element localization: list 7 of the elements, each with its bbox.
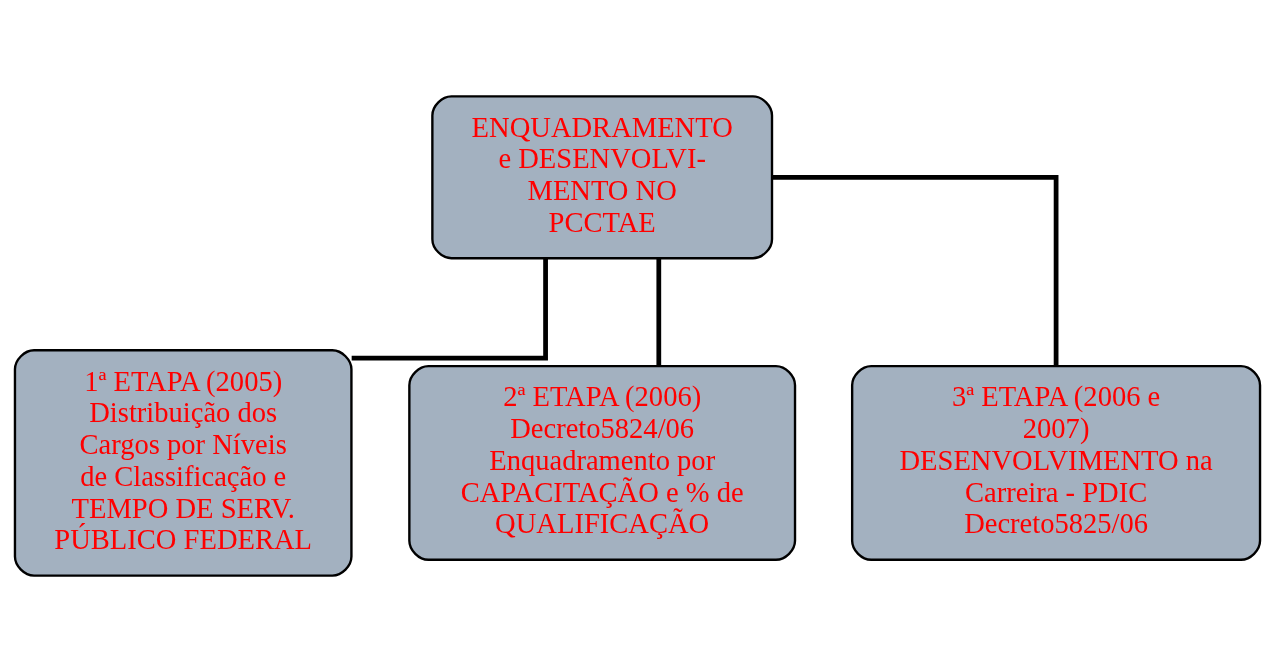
connector xyxy=(656,258,662,366)
connector xyxy=(351,258,548,361)
node-box: 1ª ETAPA (2005) Distribuição dos Cargos por Níveis de Classificação e TEMPO DE SERV. PÚBLICO FEDERAL xyxy=(13,349,353,577)
connector xyxy=(772,174,1059,366)
node-box: 3ª ETAPA (2006 e 2007) DESENVOLVIMENTO na Carreira - PDIC Decreto5825/06 xyxy=(850,364,1262,561)
node-box: ENQUADRAMENTO e DESENVOLVI- MENTO NO PCCTAE xyxy=(431,95,774,260)
node-box: 2ª ETAPA (2006) Decreto5824/06 Enquadramento por CAPACITAÇÃO e % de QUALIFICAÇÃO xyxy=(408,364,797,561)
